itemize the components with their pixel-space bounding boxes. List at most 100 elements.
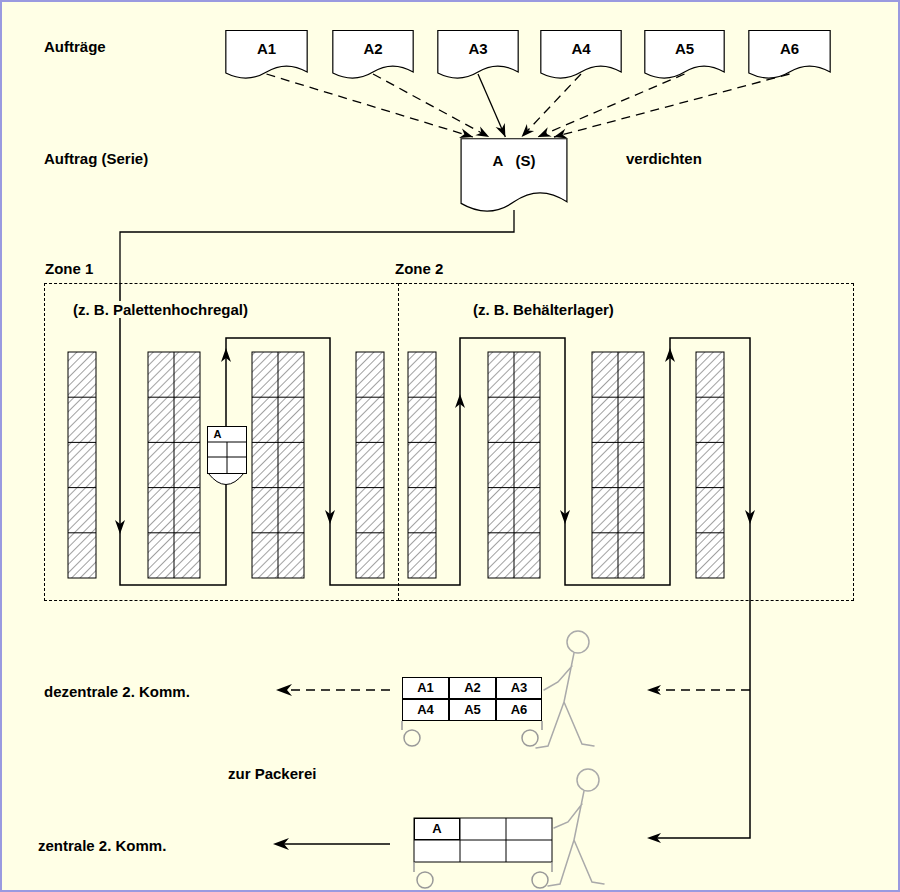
document-label: A (S) [460,138,568,169]
rack-shelf [696,442,724,443]
order-document: A (S) [460,138,568,214]
worker-figures [536,631,604,886]
zone-subtitle: (z. B. Palettenhochregal) [71,301,250,318]
document-label: A4 [540,30,622,57]
connector-line [554,74,790,137]
storage-zone: Zone 1(z. B. Palettenhochregal)A [44,283,399,601]
arrowhead [745,510,755,524]
rack-shelf [408,397,436,398]
destination-label: zentrale 2. Komm. [38,837,166,854]
order-document: A5 [644,30,725,80]
flow-connector [522,74,581,137]
cart-item: A [208,427,227,442]
arrowhead [115,520,125,534]
arrowhead [665,348,675,362]
flow-arrow-line [287,689,390,691]
document-shape [645,31,724,79]
connector-line [267,74,473,137]
order-document: A3 [437,30,519,80]
flow-connector [120,210,514,283]
rack-column [68,352,96,578]
rack-shelf [68,442,96,443]
cart-cell: A [414,818,460,840]
zone-heading: Zone 1 [45,260,93,277]
rack-divider [618,352,619,578]
order-document: A1 [225,30,308,80]
destination-label: dezentrale 2. Komm. [44,683,190,700]
pick-path [120,283,750,838]
rack-divider [514,352,515,578]
cart-item: A5 [450,700,495,720]
document-label: A2 [332,30,414,57]
flow-arrow-line [284,843,390,845]
document-label: A5 [644,30,725,57]
cart-frames [414,818,552,862]
document-label: A6 [748,30,831,57]
rack-divider [174,352,175,578]
arrowhead [455,394,465,408]
rack-shelf [696,397,724,398]
rack-shelf [696,532,724,533]
picking-cart: A [207,426,247,474]
document-shape [749,31,830,79]
cart-cell: A6 [496,699,542,721]
arrowhead [325,510,335,524]
cart-cell: A4 [402,699,449,721]
rack-shelf [68,397,96,398]
arrowhead [647,833,661,843]
cart-wheels [402,721,552,888]
document-shape [333,31,413,79]
cart-table [414,818,552,862]
flow-connector [373,74,489,137]
route-arrowheads [115,348,755,850]
rack-shelf [68,487,96,488]
order-document: A2 [332,30,414,80]
arrowhead [221,348,231,362]
cart-item: A1 [403,678,448,698]
rack-column [488,352,540,578]
rack-shelf [408,532,436,533]
cart-item: A [415,819,459,839]
rack-column [252,352,304,578]
picker-basket [208,473,244,485]
zone-subtitle: (z. B. Behälterlager) [471,301,616,318]
connector-line [538,74,685,137]
rack-shelf [356,487,384,488]
arrowhead [560,510,570,524]
cart-item: A6 [497,700,541,720]
process-note: verdichten [626,150,702,167]
connector-line [373,74,489,137]
order-document: A4 [540,30,622,80]
destination-note: zur Packerei [228,765,316,782]
document-label: A1 [225,30,308,57]
cart-cell: A2 [449,677,496,699]
cart-grid [227,442,228,473]
connector-line [522,74,581,137]
pick-route [120,283,750,844]
rack-shelf [356,397,384,398]
storage-zone: Zone 2(z. B. Behälterlager) [399,283,854,601]
cart-item: A2 [450,678,495,698]
document-shape [438,31,518,79]
row-heading: Auftrag (Serie) [44,150,148,167]
document-shape [541,31,621,79]
rack-column [148,352,200,578]
rack-column [408,352,436,578]
cart-cell: A3 [496,677,542,699]
cart-cell: A5 [449,699,496,721]
flow-connector [538,74,685,137]
arrowhead [647,685,661,695]
rack-column [356,352,384,578]
row-heading: Aufträge [44,38,106,55]
rack-shelf [356,442,384,443]
rack-shelf [356,532,384,533]
rack-column [592,352,644,578]
flow-connector [554,74,790,138]
rack-shelf [68,532,96,533]
rack-columns [68,352,724,578]
rack-shelf [696,487,724,488]
cart-item: A4 [403,700,448,720]
